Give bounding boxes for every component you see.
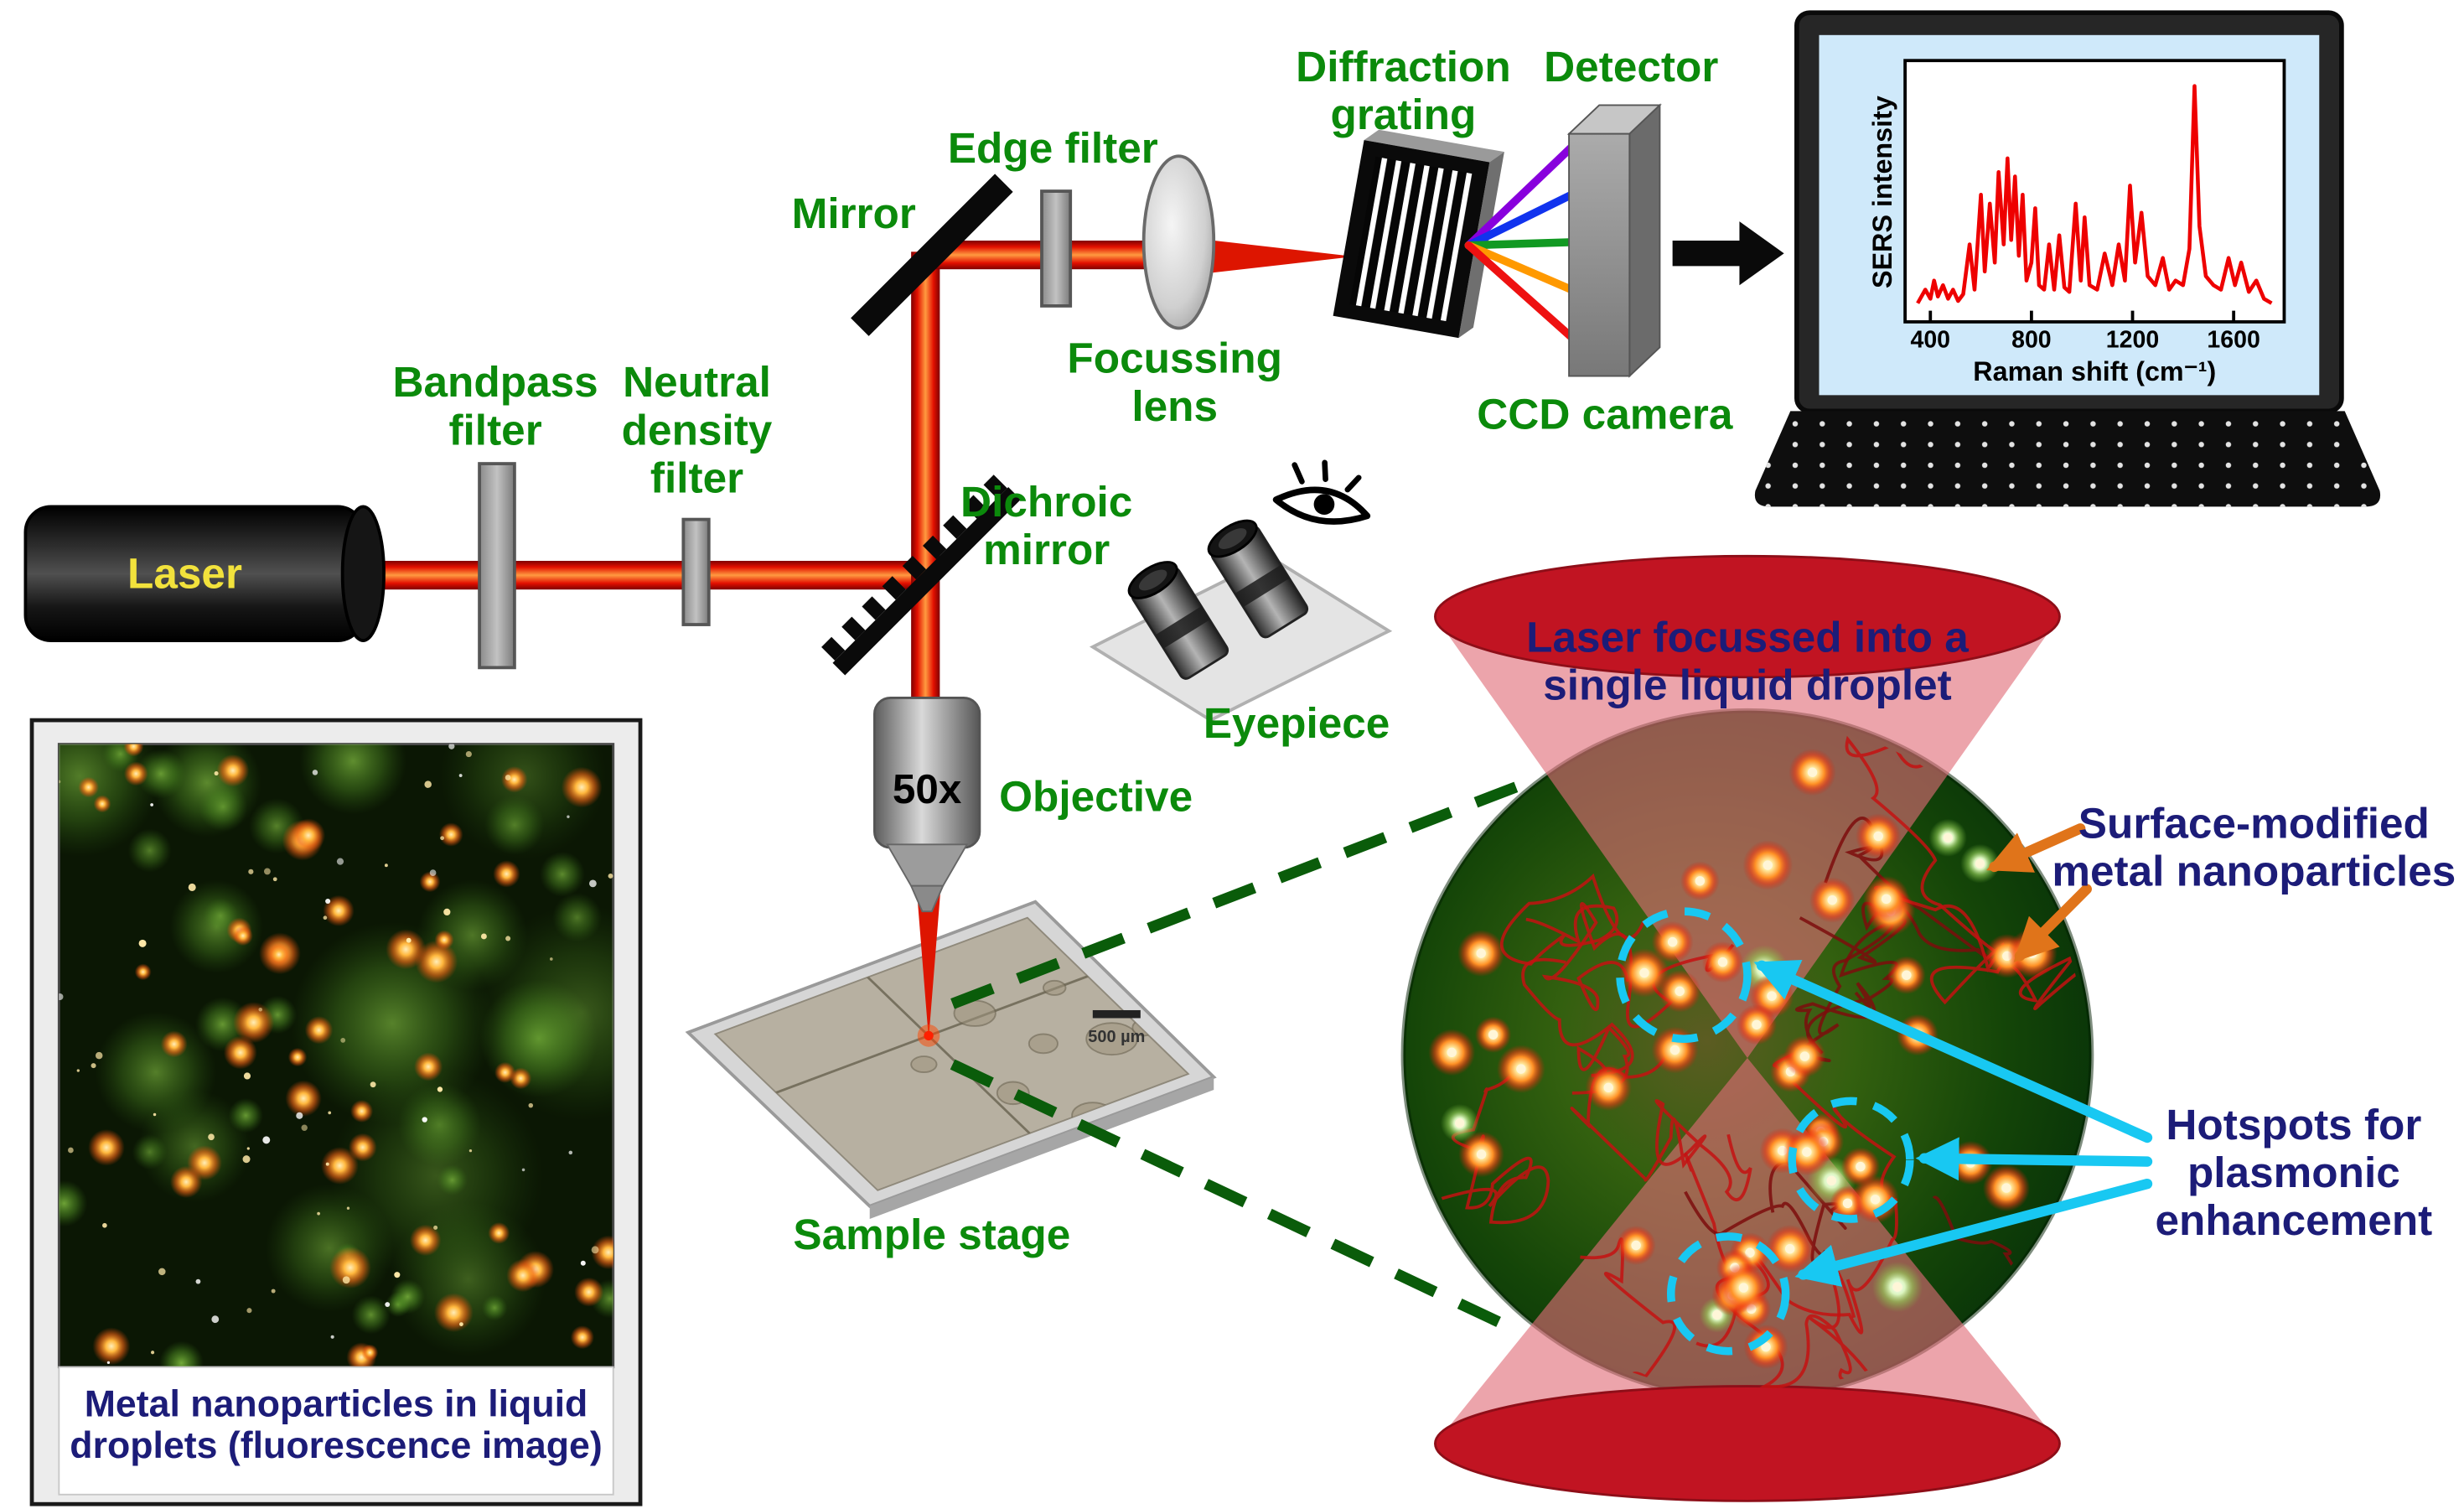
eyepiece-cylinder: [1127, 561, 1229, 680]
nd-filter-label: Neutral density filter: [621, 358, 773, 503]
mirror-label: Mirror: [791, 189, 916, 238]
diffraction-grating-element: [1333, 129, 1504, 339]
eyepiece-platform: [1089, 556, 1393, 723]
laptop: 400 800 1200 1600: [1754, 10, 2381, 507]
eyepiece-assembly: [1089, 459, 1393, 723]
spectrum-plot-frame: [1903, 59, 2286, 324]
droplet-panel: [1400, 554, 2094, 1502]
grating-label: Diffraction grating: [1296, 43, 1511, 139]
eyepiece-cylinder: [1207, 519, 1309, 639]
nanoparticle-label: Surface-modified metal nanoparticles: [2052, 800, 2456, 896]
scale-bar-label: 500 µm: [1088, 1028, 1145, 1046]
fluorescence-inset: [29, 718, 643, 1506]
x-tick-label: 400: [1910, 326, 1950, 353]
x-tick-label: 1600: [2207, 326, 2260, 353]
edge-filter-element: [1040, 189, 1073, 308]
edge-filter-label: Edge filter: [947, 124, 1158, 173]
sers-spectrum-plot: 400 800 1200 1600: [1910, 84, 2273, 353]
nanoparticle-arrows: [1986, 823, 2092, 962]
sample-stage-element: 500 µm: [685, 900, 1217, 1219]
bandpass-filter-element: [478, 462, 516, 670]
focused-beam: [915, 879, 942, 1040]
focussing-lens-element: [1141, 154, 1216, 330]
x-tick-label: 800: [2011, 326, 2052, 353]
dichroic-mirror-element: [821, 474, 1021, 676]
focussing-lens-label: Focussing lens: [1067, 334, 1282, 431]
sample-stage-label: Sample stage: [793, 1211, 1071, 1259]
zoom-dashed-lines: [950, 775, 1535, 1335]
eye-icon: [1272, 459, 1371, 525]
laser-cone-top: [1435, 616, 2060, 1058]
mirror-element: [851, 174, 1013, 336]
eyepiece-label: Eyepiece: [1203, 699, 1390, 748]
hotspot-label: Hotspots for plasmonic enhancement: [2155, 1101, 2433, 1246]
laser-cone-top-rim: [1434, 554, 2061, 679]
objective-assembly: [873, 697, 981, 1047]
ccd-detector-element: [1566, 103, 1662, 378]
hotspot-arrows: [1753, 959, 2153, 1287]
scale-bar: [1092, 1009, 1141, 1019]
objective-tip: [909, 884, 945, 913]
objective-label: Objective: [999, 772, 1193, 821]
dichroic-mirror-label: Dichroic mirror: [960, 478, 1133, 574]
droplet-title: Laser focussed into a single liquid drop…: [1526, 613, 1969, 710]
objective-mag-label: 50x: [892, 765, 962, 813]
fluorescence-image: [59, 744, 613, 1367]
laser-label: Laser: [127, 549, 242, 598]
laser-cone-bottom-rim: [1434, 1385, 2061, 1502]
ccd-camera-label: CCD camera: [1477, 390, 1733, 438]
inset-caption-bg: [58, 1366, 614, 1496]
inset-caption: Metal nanoparticles in liquid droplets (…: [70, 1382, 603, 1467]
x-tick-label: 1200: [2106, 326, 2159, 353]
spectrum-ylabel: SERS intensity: [1867, 96, 1898, 288]
objective-taper: [885, 843, 969, 887]
dispersed-rays: [1464, 143, 1576, 342]
signal-arrow: [1672, 221, 1784, 286]
laptop-keyboard-keys: [1754, 411, 2381, 507]
laser-source: [23, 505, 386, 642]
detector-label: Detector: [1544, 43, 1719, 91]
spectrum-xlabel: Raman shift (cm⁻¹): [1973, 356, 2217, 387]
neutral-density-filter-element: [681, 517, 711, 626]
bandpass-filter-label: Bandpass filter: [392, 358, 598, 455]
